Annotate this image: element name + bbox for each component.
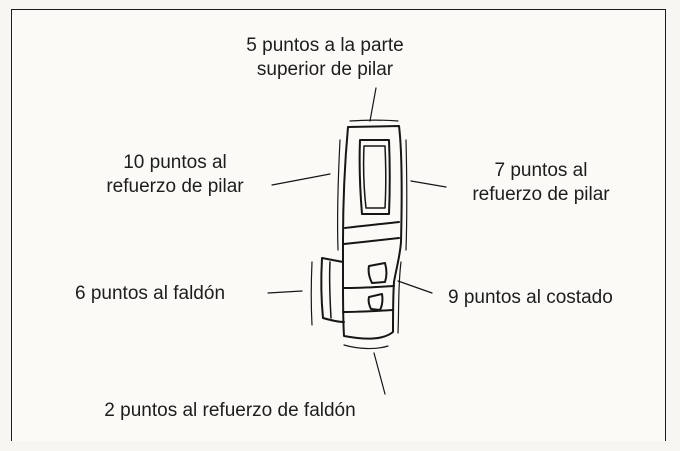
pillar-division-4	[342, 309, 394, 313]
leader-right-upper	[410, 180, 447, 188]
weld-line-skirt	[310, 261, 313, 326]
label-right-upper-line-1: 7 puntos al	[494, 160, 588, 181]
label-top: 5 puntos a la parte superior de pilar	[195, 34, 455, 82]
pillar-window-inner	[362, 145, 387, 209]
skirt-flange-inner	[328, 261, 332, 319]
label-right-upper: 7 puntos al refuerzo de pilar	[446, 159, 636, 207]
leader-top	[369, 87, 377, 122]
pillar-division-2	[343, 237, 400, 245]
leader-left-upper	[271, 173, 331, 186]
label-bottom: 2 puntos al refuerzo de faldón	[104, 400, 356, 421]
label-top-line-2: superior de pilar	[256, 59, 394, 80]
pillar-division-3	[342, 285, 395, 289]
label-left-upper-line-1: 10 puntos al	[123, 152, 227, 173]
leader-left-lower	[267, 290, 303, 294]
skirt-flange	[320, 257, 345, 323]
label-right-lower: 9 puntos al costado	[448, 287, 613, 308]
weld-line-right	[405, 139, 408, 251]
label-right-upper-line-2: refuerzo de pilar	[472, 184, 610, 205]
label-left-upper-line-2: refuerzo de pilar	[106, 176, 244, 197]
pillar-hole-upper	[367, 262, 388, 284]
pillar-hole-lower	[367, 293, 384, 311]
label-top-line-1: 5 puntos a la parte	[246, 35, 404, 56]
label-left-lower: 6 puntos al faldón	[75, 283, 226, 304]
leader-bottom	[373, 352, 386, 395]
pillar-division-1	[344, 221, 400, 229]
weld-line-left	[337, 139, 341, 251]
weld-line-right-lower	[397, 261, 402, 334]
figure-frame	[11, 9, 666, 441]
weld-line-bottom	[343, 344, 389, 350]
pillar-outer-outline	[342, 125, 403, 340]
pillar-window	[358, 139, 391, 215]
label-left-upper: 10 puntos al refuerzo de pilar	[80, 151, 270, 199]
weld-line-top	[349, 119, 399, 122]
leader-right-lower	[397, 280, 433, 294]
